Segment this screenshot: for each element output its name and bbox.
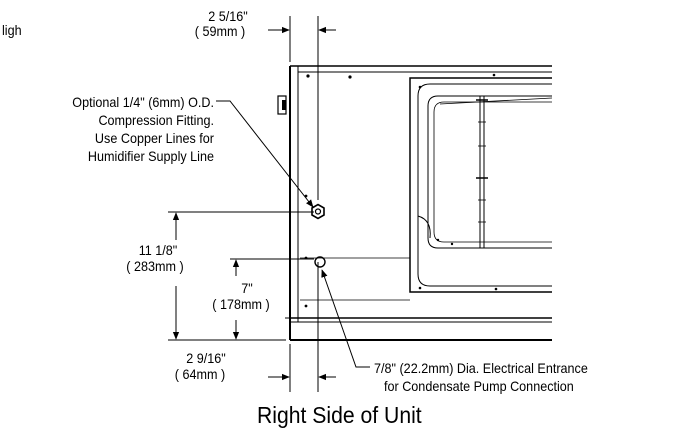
dim-height-large-imperial: 11 1/8": [138, 242, 178, 258]
dim-bottom-imperial: 2 9/16": [186, 350, 226, 366]
entrance-note-line-1: 7/8" (22.2mm) Dia. Electrical Entrance: [374, 360, 588, 376]
diagram-caption: Right Side of Unit: [257, 402, 422, 428]
dim-height-large-metric: ( 283mm ): [126, 258, 184, 274]
fitting-note-line-3: Use Copper Lines for: [94, 130, 214, 146]
dimension-arrows: [172, 26, 336, 381]
unit-housing: [277, 65, 553, 341]
fitting-note-line-4: Humidifier Supply Line: [87, 148, 214, 164]
electrical-entrance-hole: [314, 256, 326, 268]
dim-top-metric: ( 59mm ): [194, 23, 246, 39]
entrance-note-line-2: for Condensate Pump Connection: [384, 378, 574, 394]
dim-height-small-imperial: 7": [241, 280, 253, 296]
fitting-note-line-2: Compression Fitting.: [98, 112, 214, 128]
compression-fitting: [311, 203, 325, 220]
leader-lines: [216, 100, 370, 368]
rivet-dots: [304, 73, 498, 308]
dimension-extension-lines: [168, 16, 319, 392]
dim-bottom-metric: ( 64mm ): [174, 366, 226, 382]
fitting-note-line-1: Optional 1/4" (6mm) O.D.: [72, 94, 214, 110]
dim-top-imperial: 2 5/16": [208, 8, 248, 24]
dim-height-small-metric: ( 178mm ): [212, 296, 270, 312]
top-left-text-fragment: ligh: [2, 22, 22, 38]
